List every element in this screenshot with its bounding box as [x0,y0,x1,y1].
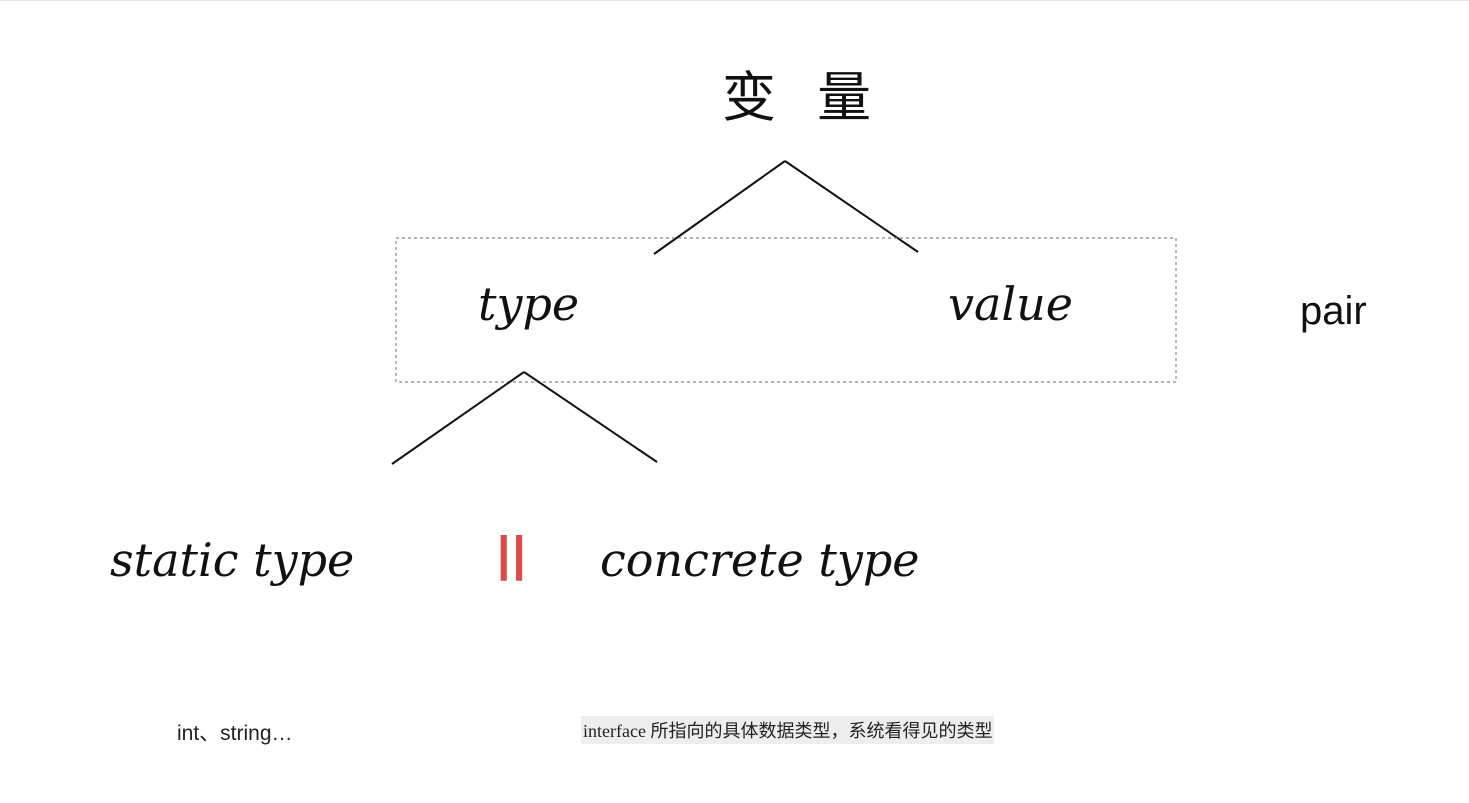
concrete-type-node: concrete type [600,533,920,587]
root-to-type-edge [653,160,786,255]
static-type-node: static type [110,533,355,587]
pair-box [395,237,1177,383]
type-node: type [478,277,580,331]
concrete-type-description: interface 所指向的具体数据类型，系统看得见的类型 [581,716,995,744]
or-separator: || [497,528,528,581]
type-to-concrete-edge [523,371,658,463]
type-to-static-edge [391,371,525,465]
static-type-description: int、string… [177,722,293,745]
root-to-value-edge [784,160,919,253]
root-node-variable: 变 量 [722,66,884,129]
value-node: value [948,277,1073,331]
pair-label: pair [1300,289,1367,333]
